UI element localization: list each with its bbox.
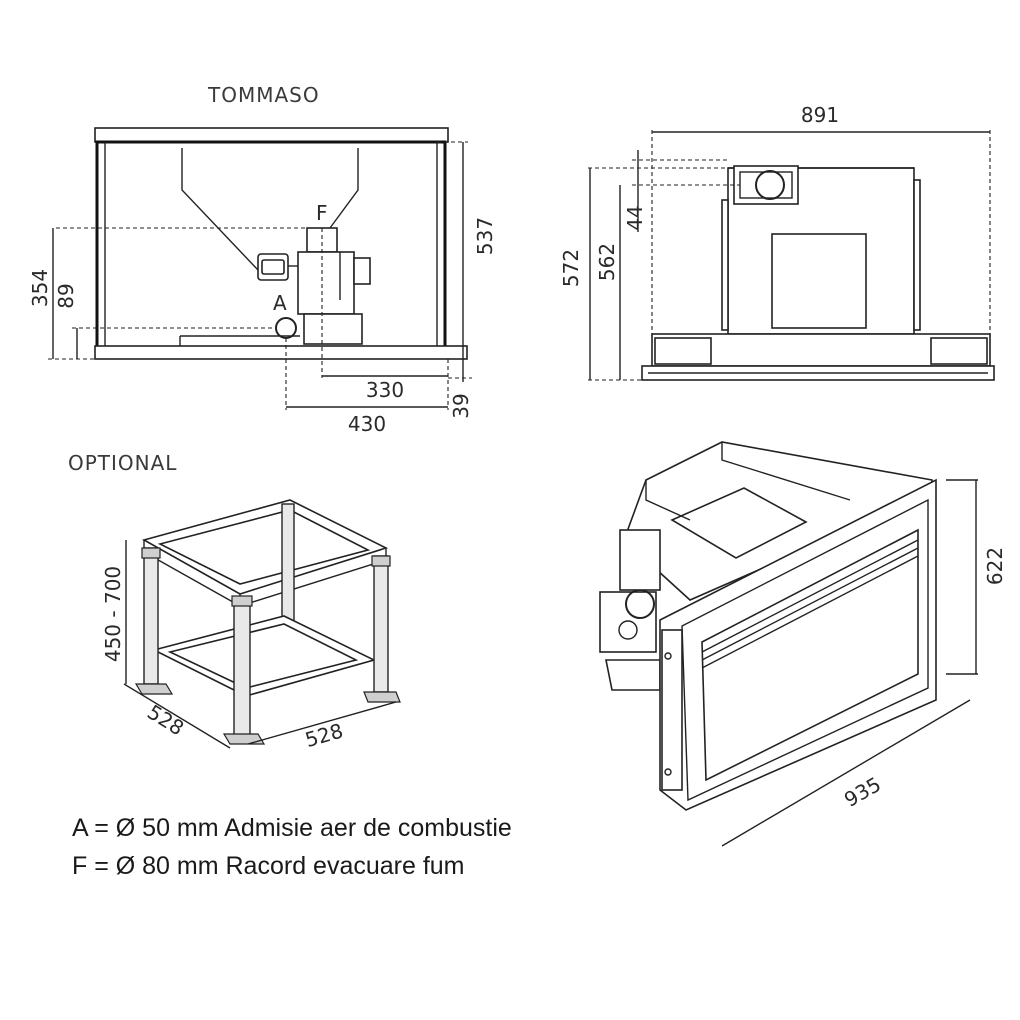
air-inlet-a	[275, 317, 297, 339]
front-top-plate	[94, 127, 449, 143]
dim-330: 330	[366, 378, 404, 402]
dim-935: 935	[840, 772, 885, 812]
iso-top-window	[670, 487, 808, 559]
stand-leg-front	[233, 597, 251, 737]
dim-622: 622	[983, 547, 1007, 585]
iso-motor-housing	[599, 591, 657, 653]
stand-leg-right	[373, 555, 389, 693]
front-funnel-left	[181, 148, 259, 271]
marker-a: A	[273, 291, 287, 315]
dim-39: 39	[449, 393, 473, 418]
marker-f: F	[316, 201, 328, 225]
side-window	[771, 233, 867, 329]
front-body	[95, 140, 447, 352]
optional-title: OPTIONAL	[68, 451, 177, 475]
front-view: F A 354 89 537 330 430 39	[28, 127, 497, 436]
dim-537: 537	[473, 217, 497, 255]
stand-view: 450 - 700 528 528	[101, 499, 401, 752]
dim-44: 44	[623, 205, 647, 230]
stand-leg-left	[143, 547, 159, 685]
front-funnel-right	[329, 148, 359, 229]
dim-450-700: 450 - 700	[101, 566, 125, 662]
dim-354: 354	[28, 269, 52, 307]
iso-view: 622 935	[599, 441, 1007, 847]
dim-89: 89	[54, 283, 78, 308]
legend-f: F = Ø 80 mm Racord evacuare fum	[72, 852, 465, 880]
iso-glass	[701, 528, 919, 782]
flue-base	[303, 313, 363, 345]
dim-562: 562	[595, 243, 619, 281]
front-base-plate	[94, 345, 468, 360]
flue-housing	[297, 251, 355, 315]
side-view: 891 572 562 44	[559, 103, 995, 381]
dim-528-depth: 528	[143, 700, 188, 741]
legend-a: A = Ø 50 mm Admisie aer de combustie	[72, 814, 512, 842]
dim-528-width: 528	[302, 718, 345, 752]
product-title: TOMMASO	[207, 83, 320, 107]
dim-572: 572	[559, 249, 583, 287]
dim-430: 430	[348, 412, 386, 436]
side-flue-circle	[755, 170, 785, 200]
dim-891: 891	[801, 103, 839, 127]
